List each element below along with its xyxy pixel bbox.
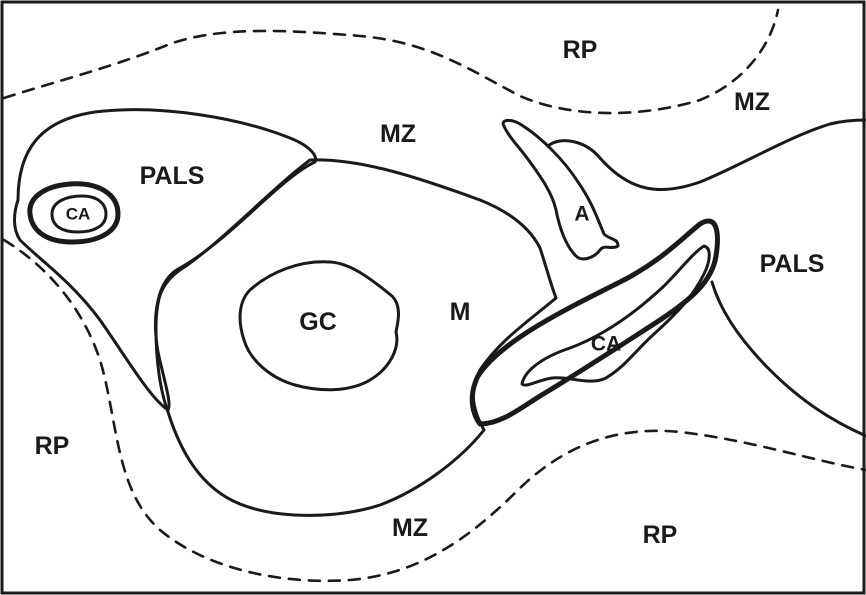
label-rp-left: RP bbox=[35, 432, 70, 460]
label-gc: GC bbox=[299, 308, 337, 336]
right-pals-lower-outline bbox=[712, 282, 866, 436]
lower-marginal-zone-boundary bbox=[4, 240, 866, 581]
right-pals-outline bbox=[548, 120, 866, 190]
upper-marginal-zone-boundary bbox=[4, 10, 778, 113]
right-central-artery-inner bbox=[522, 246, 709, 385]
label-rp-top: RP bbox=[563, 36, 598, 64]
left-pals-outline bbox=[15, 110, 316, 410]
label-mz-bottom: MZ bbox=[392, 514, 428, 542]
right-central-artery-outer bbox=[472, 221, 717, 424]
label-rp-bottom: RP bbox=[643, 521, 678, 549]
follicle-outer-outline bbox=[156, 160, 556, 516]
label-ca-right: CA bbox=[591, 333, 621, 356]
label-m: M bbox=[450, 298, 471, 326]
label-pals-right: PALS bbox=[760, 250, 825, 278]
label-ca-left: CA bbox=[66, 205, 91, 224]
label-mz-top-right: MZ bbox=[734, 88, 770, 116]
label-a: A bbox=[574, 203, 589, 226]
label-pals-left: PALS bbox=[140, 162, 205, 190]
label-mz-top: MZ bbox=[380, 120, 416, 148]
